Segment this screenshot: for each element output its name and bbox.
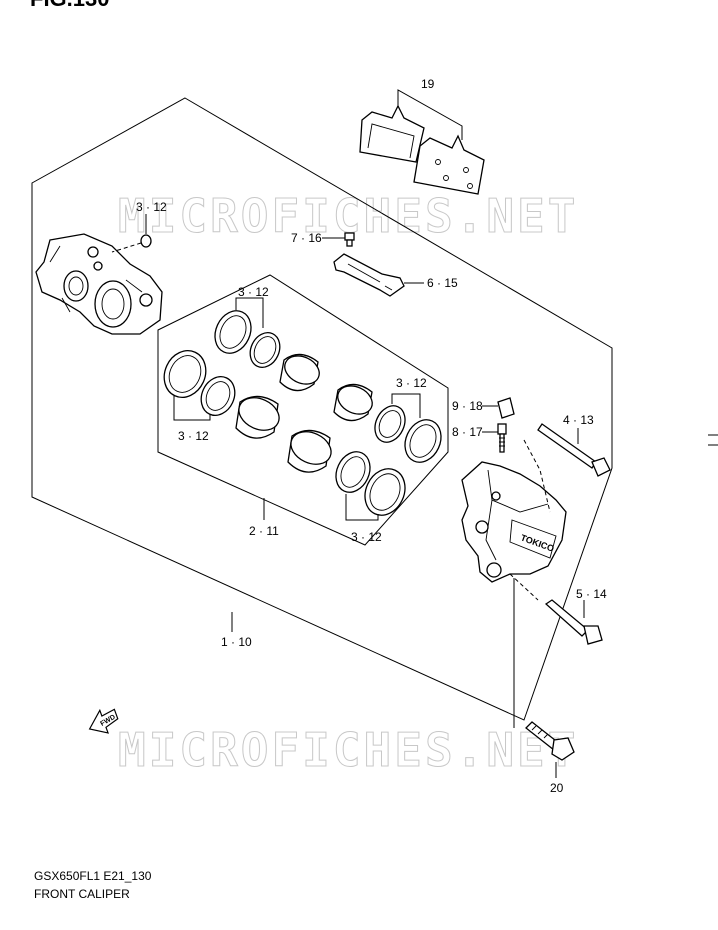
- assembly-outline: [31, 97, 613, 721]
- watermark-bottom: MICROFICHES.NET: [118, 723, 578, 777]
- seal-ring-3: [163, 350, 207, 398]
- piston-3: [235, 395, 280, 439]
- label-cap: 9 · 18: [452, 399, 483, 413]
- label-pads: 19: [421, 77, 435, 91]
- pad-spring: [333, 253, 405, 297]
- pad-pin-top: [537, 423, 611, 477]
- bleeder-screw: [497, 423, 507, 453]
- seal-ring-7: [335, 451, 371, 493]
- figure-number: FIG.130: [30, 0, 109, 11]
- bracket-seal-right: [391, 393, 421, 418]
- fwd-arrow-icon: FWD: [88, 708, 119, 734]
- piston-2: [333, 383, 373, 422]
- label-washer-top: 3 · 12: [136, 200, 167, 214]
- washer-top: [140, 234, 152, 248]
- caliper-half-right: TOKICO: [461, 461, 567, 583]
- seal-ring-5: [374, 405, 406, 443]
- seal-ring-6: [404, 419, 442, 463]
- label-seal-right: 3 · 12: [396, 376, 427, 390]
- label-bolt: 20: [550, 781, 564, 795]
- label-spring: 6 · 15: [427, 276, 458, 290]
- bracket-seal-bottom: [345, 494, 379, 521]
- footer-title: FRONT CALIPER: [34, 887, 130, 901]
- label-seal-bottom: 3 · 12: [351, 530, 382, 544]
- seal-ring-1: [214, 310, 252, 354]
- bracket-seal-left: [173, 396, 211, 421]
- label-screw: 7 · 16: [291, 231, 322, 245]
- pad-pin-bottom: [544, 599, 603, 645]
- screw-small: [344, 232, 355, 247]
- mounting-bolt: [525, 721, 575, 761]
- seal-ring-2: [249, 331, 281, 369]
- brake-pad-outer: [413, 134, 485, 195]
- leader-pads: [397, 89, 463, 140]
- label-pin-top: 4 · 13: [563, 413, 594, 427]
- label-seal-top: 3 · 12: [238, 285, 269, 299]
- bleeder-cap: [497, 397, 515, 419]
- label-assembly: 1 · 10: [221, 635, 252, 649]
- label-piston-set: 2 · 11: [249, 524, 279, 538]
- footer-model: GSX650FL1 E21_130: [34, 869, 152, 883]
- label-pin-bottom: 5 · 14: [576, 587, 607, 601]
- caliper-half-left: [35, 233, 163, 335]
- label-bleeder: 8 · 17: [452, 425, 483, 439]
- piston-set-outline: [157, 274, 449, 546]
- piston-1: [279, 353, 320, 392]
- leader-washer-dash: [111, 242, 142, 253]
- seal-ring-8: [364, 468, 406, 516]
- brake-pad-inner: [359, 104, 425, 163]
- bracket-seal-top: [235, 297, 264, 328]
- label-seal-left: 3 · 12: [178, 429, 209, 443]
- piston-4: [287, 429, 332, 473]
- leader-pin-bottom-dash: [509, 573, 539, 601]
